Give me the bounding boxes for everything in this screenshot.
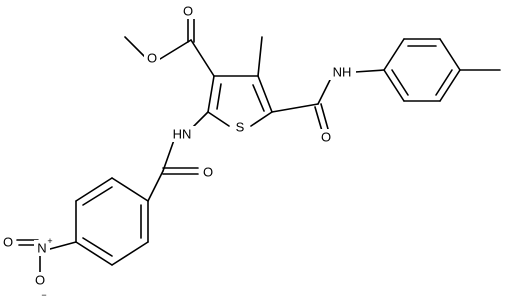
atom-o-carbonyl-ester: O (183, 4, 193, 19)
bond-np-2-3 (75, 177, 113, 202)
bond-np-1-2 (111, 177, 149, 202)
atom-s-thiophene: S (236, 120, 245, 135)
bond-np-5-6 (111, 241, 149, 266)
atom-labels: O O NH O S HN O N + O O − (0, 3, 356, 300)
bond-hn-amidec (162, 139, 175, 172)
bond-c4-c5-outer (257, 75, 273, 113)
atom-o-amide-right: O (321, 130, 331, 145)
bond-amidec-o-b (320, 103, 329, 130)
bond-amidec-ring (147, 170, 164, 202)
bond-tol-inner-b (435, 69, 453, 96)
bond-c2-hn (191, 111, 209, 129)
bond-c5-amidec (271, 103, 319, 113)
bond-c4-c5-inner (252, 84, 265, 112)
bond-tol-6-1 (383, 69, 405, 102)
bond-carbonylc-c3 (190, 39, 215, 77)
bond-c4-methyl (257, 36, 263, 77)
bond-c5-s (250, 111, 273, 127)
atom-o-amide-left: O (203, 165, 213, 180)
atom-n-nitro: N (37, 241, 46, 256)
atom-o-methoxy: O (147, 51, 157, 66)
bond-np-inner-b (82, 237, 113, 257)
charge-o-minus: − (41, 290, 46, 300)
bond-ring-nitro-n (49, 241, 77, 250)
atom-hn-amide-left: HN (173, 127, 192, 142)
bond-tol-inner-c (391, 69, 409, 96)
atom-nh-amide-right: NH (333, 65, 352, 80)
bond-c2-c3-inner (216, 83, 222, 110)
bond-amidec-o-a (314, 106, 323, 132)
bond-methyl-o (124, 36, 147, 59)
bond-tol-4-5 (439, 69, 461, 102)
bond-np-inner-a (82, 186, 113, 206)
bond-tol-1-2 (383, 38, 405, 71)
atom-o-nitro-bottom: O (35, 273, 45, 288)
bond-tol-3-4 (439, 38, 461, 71)
atom-o-nitro-top: O (3, 235, 13, 250)
bond-s-c2 (207, 111, 230, 127)
bond-np-4-5 (75, 241, 113, 266)
bond-o-carbonylc (159, 39, 192, 60)
bond-c2-c3-outer (207, 75, 215, 113)
charge-n-plus: + (47, 236, 52, 246)
bonds (16, 17, 501, 273)
bond-amidec-nh (317, 79, 331, 105)
bond-nh-ring (354, 69, 385, 73)
